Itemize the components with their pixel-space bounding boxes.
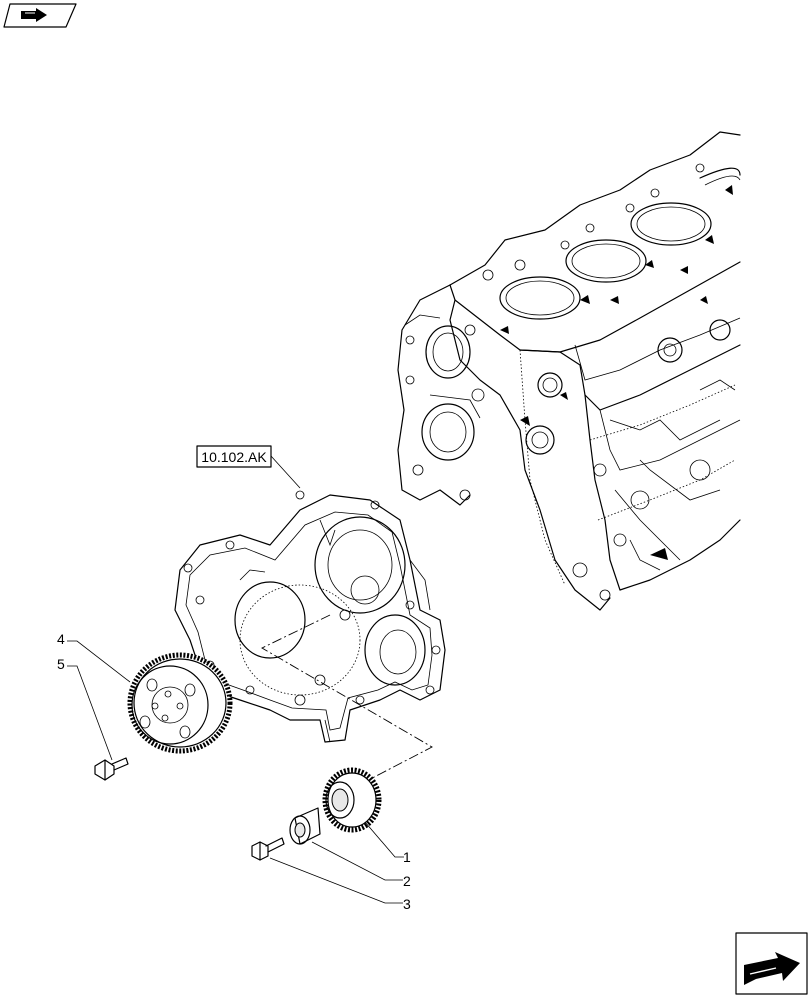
engine-block [397,131,741,611]
assembly-axis-line [261,614,433,801]
previous-page-icon[interactable] [3,3,77,28]
callout-4: 4 [57,631,131,683]
part-3-bolt[interactable] [251,837,285,861]
next-page-icon[interactable] [735,932,808,995]
svg-text:4: 4 [57,631,65,647]
reference-label-text: 10.102.AK [201,449,267,465]
part-5-gear-bolt[interactable] [94,757,129,781]
reference-label[interactable]: 10.102.AK [196,445,272,468]
part-1-idler-gear[interactable] [322,767,382,833]
callout-5: 5 [57,656,113,761]
reference-leader-line [270,455,301,489]
callout-1: 1 [364,821,411,865]
callout-3: 3 [269,857,411,912]
callout-2: 2 [311,841,411,889]
svg-text:3: 3 [403,896,411,912]
part-4-large-gear[interactable] [127,652,233,754]
callout-1-text: 1 [403,849,411,865]
svg-text:5: 5 [57,656,65,672]
svg-text:2: 2 [403,873,411,889]
part-2-bushing[interactable] [289,807,321,845]
